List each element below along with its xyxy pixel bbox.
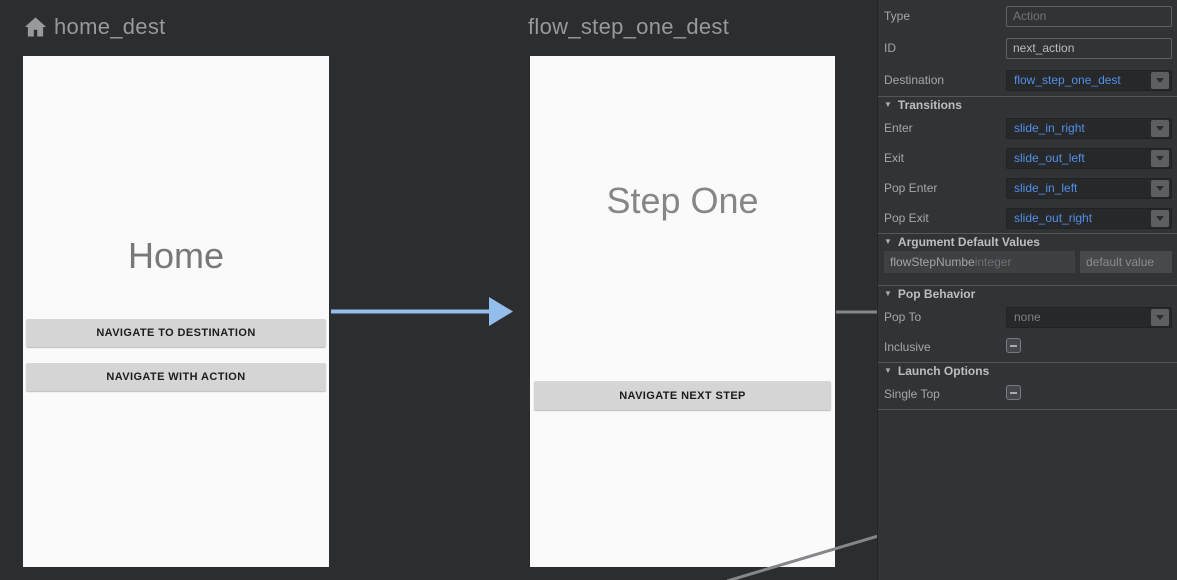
preview-screen-title: Home bbox=[127, 235, 225, 276]
id-label: ID bbox=[884, 41, 896, 55]
pop-enter-label: Pop Enter bbox=[884, 181, 938, 195]
pop-exit-label: Pop Exit bbox=[884, 211, 929, 225]
exit-value: slide_out_left bbox=[1014, 151, 1085, 165]
section-title: Pop Behavior bbox=[897, 287, 976, 301]
argument-default-value-field[interactable]: default value bbox=[1080, 251, 1172, 273]
pop-enter-dropdown[interactable]: slide_in_left bbox=[1006, 177, 1172, 199]
inclusive-label: Inclusive bbox=[884, 340, 931, 354]
destination-label: Destination bbox=[884, 73, 945, 87]
pop-exit-dropdown[interactable]: slide_out_right bbox=[1006, 207, 1172, 229]
destination-value: flow_step_one_dest bbox=[1014, 73, 1121, 87]
argument-type: integer bbox=[974, 255, 1012, 269]
section-header-argument-defaults[interactable]: ▼ Argument Default Values bbox=[878, 233, 1177, 250]
argument-row: flowStepNumbe integer default value bbox=[878, 251, 1177, 273]
dropdown-arrow-icon[interactable] bbox=[1151, 308, 1169, 326]
enter-value: slide_in_right bbox=[1014, 121, 1085, 135]
destination-label-home[interactable]: home_dest bbox=[22, 11, 166, 43]
section-header-launch-options[interactable]: ▼ Launch Options bbox=[878, 362, 1177, 379]
type-label: Type bbox=[884, 9, 911, 23]
preview-button-navigate-to-destination: NAVIGATE TO DESTINATION bbox=[26, 319, 326, 347]
destination-preview-home[interactable]: Home NAVIGATE TO DESTINATION NAVIGATE WI… bbox=[23, 56, 329, 567]
section-divider bbox=[878, 409, 1177, 410]
row-pop-to: Pop To none bbox=[878, 302, 1177, 332]
row-pop-exit: Pop Exit slide_out_right bbox=[878, 203, 1177, 233]
destination-dropdown[interactable]: flow_step_one_dest bbox=[1006, 69, 1172, 91]
row-enter: Enter slide_in_right bbox=[878, 113, 1177, 143]
dropdown-arrow-icon[interactable] bbox=[1151, 209, 1169, 227]
row-type: Type bbox=[878, 0, 1177, 32]
row-exit: Exit slide_out_left bbox=[878, 143, 1177, 173]
collapse-triangle-icon[interactable]: ▼ bbox=[884, 236, 892, 246]
attributes-inspector-panel: Type ID Destination flow_step_one_dest ▼… bbox=[877, 0, 1177, 580]
destination-label-step-one[interactable]: flow_step_one_dest bbox=[528, 11, 729, 43]
pop-to-label: Pop To bbox=[884, 310, 922, 324]
id-field[interactable] bbox=[1006, 37, 1172, 59]
destination-preview-step-one[interactable]: Step One NAVIGATE NEXT STEP bbox=[530, 56, 835, 567]
row-inclusive: Inclusive bbox=[878, 332, 1177, 362]
section-title: Argument Default Values bbox=[897, 235, 1040, 249]
collapse-triangle-icon[interactable]: ▼ bbox=[884, 99, 892, 109]
dropdown-arrow-icon[interactable] bbox=[1151, 149, 1169, 167]
indeterminate-dash-icon bbox=[1010, 345, 1017, 347]
row-pop-enter: Pop Enter slide_in_left bbox=[878, 173, 1177, 203]
collapse-triangle-icon[interactable]: ▼ bbox=[884, 288, 892, 298]
nav-editor-canvas[interactable]: home_dest flow_step_one_dest Home NAVIGA… bbox=[0, 0, 877, 580]
destination-title: flow_step_one_dest bbox=[528, 14, 730, 39]
row-id: ID bbox=[878, 32, 1177, 64]
single-top-label: Single Top bbox=[884, 387, 940, 401]
argument-name-type-cell: flowStepNumbe integer bbox=[884, 251, 1075, 273]
exit-dropdown[interactable]: slide_out_left bbox=[1006, 147, 1172, 169]
single-top-checkbox[interactable] bbox=[1006, 385, 1021, 400]
section-title: Launch Options bbox=[897, 364, 990, 378]
destination-title: home_dest bbox=[54, 14, 166, 39]
row-single-top: Single Top bbox=[878, 379, 1177, 409]
pop-exit-value: slide_out_right bbox=[1014, 211, 1093, 225]
preview-button-navigate-next-step: NAVIGATE NEXT STEP bbox=[534, 381, 831, 410]
pop-to-dropdown[interactable]: none bbox=[1006, 306, 1172, 328]
section-title: Transitions bbox=[897, 98, 962, 112]
enter-dropdown[interactable]: slide_in_right bbox=[1006, 117, 1172, 139]
section-header-pop-behavior[interactable]: ▼ Pop Behavior bbox=[878, 285, 1177, 302]
inclusive-checkbox[interactable] bbox=[1006, 338, 1021, 353]
exit-label: Exit bbox=[884, 151, 905, 165]
argument-name: flowStepNumbe bbox=[890, 255, 975, 269]
enter-label: Enter bbox=[884, 121, 913, 135]
preview-button-navigate-with-action: NAVIGATE WITH ACTION bbox=[26, 363, 326, 391]
section-header-transitions[interactable]: ▼ Transitions bbox=[878, 96, 1177, 113]
pop-enter-value: slide_in_left bbox=[1014, 181, 1078, 195]
type-field[interactable] bbox=[1006, 5, 1172, 27]
dropdown-arrow-icon[interactable] bbox=[1151, 71, 1169, 89]
action-arrow-head[interactable] bbox=[489, 297, 513, 326]
pop-to-value: none bbox=[1014, 310, 1041, 324]
row-destination: Destination flow_step_one_dest bbox=[878, 64, 1177, 96]
dropdown-arrow-icon[interactable] bbox=[1151, 119, 1169, 137]
indeterminate-dash-icon bbox=[1010, 392, 1017, 394]
dropdown-arrow-icon[interactable] bbox=[1151, 179, 1169, 197]
preview-screen-title: Step One bbox=[606, 180, 759, 221]
home-icon bbox=[24, 16, 47, 36]
collapse-triangle-icon[interactable]: ▼ bbox=[884, 365, 892, 375]
